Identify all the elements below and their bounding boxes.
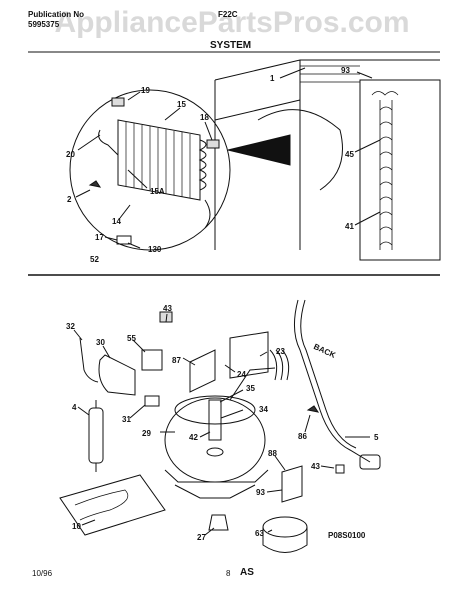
callout-32: 32 xyxy=(66,322,75,331)
callout-43: 43 xyxy=(163,304,172,313)
callout-41: 41 xyxy=(345,222,354,231)
diagram-code: P08S0100 xyxy=(328,531,366,540)
callout-17: 17 xyxy=(95,233,104,242)
callout-30: 30 xyxy=(96,338,105,347)
callout-93b: 93 xyxy=(256,488,265,497)
callout-20: 20 xyxy=(66,150,75,159)
callout-93: 93 xyxy=(341,66,350,75)
callout-10: 10 xyxy=(72,522,81,531)
callout-34: 34 xyxy=(259,405,268,414)
callout-130: 130 xyxy=(148,245,162,254)
callout-15: 15 xyxy=(177,100,186,109)
callout-29: 29 xyxy=(142,429,151,438)
callout-55: 55 xyxy=(127,334,136,343)
publication-label: Publication No xyxy=(28,10,84,19)
callout-2: 2 xyxy=(67,195,72,204)
callout-19: 19 xyxy=(141,86,150,95)
publication-number: 5995375 xyxy=(28,20,60,29)
callout-42: 42 xyxy=(189,433,198,442)
callout-1: 1 xyxy=(270,74,275,83)
callout-86: 86 xyxy=(298,432,307,441)
callout-23: 23 xyxy=(276,347,285,356)
callout-63: 63 xyxy=(255,529,264,538)
footer-date: 10/96 xyxy=(32,569,53,578)
callout-43b: 43 xyxy=(311,462,320,471)
callout-24: 24 xyxy=(237,370,246,379)
footer-code: AS xyxy=(240,567,254,578)
callout-18: 18 xyxy=(200,113,209,122)
callout-31: 31 xyxy=(122,415,131,424)
callout-14: 14 xyxy=(112,217,121,226)
model-number: F22C xyxy=(218,10,238,19)
callout-87: 87 xyxy=(172,356,181,365)
callout-27: 27 xyxy=(197,533,206,542)
callout-15a: 15A xyxy=(150,187,165,196)
callout-4: 4 xyxy=(72,403,77,412)
callout-45: 45 xyxy=(345,150,354,159)
callout-5: 5 xyxy=(374,433,379,442)
callout-88: 88 xyxy=(268,449,277,458)
callout-52: 52 xyxy=(90,255,99,264)
callout-35: 35 xyxy=(246,384,255,393)
section-title: SYSTEM xyxy=(210,40,252,51)
footer-page: 8 xyxy=(226,569,231,578)
